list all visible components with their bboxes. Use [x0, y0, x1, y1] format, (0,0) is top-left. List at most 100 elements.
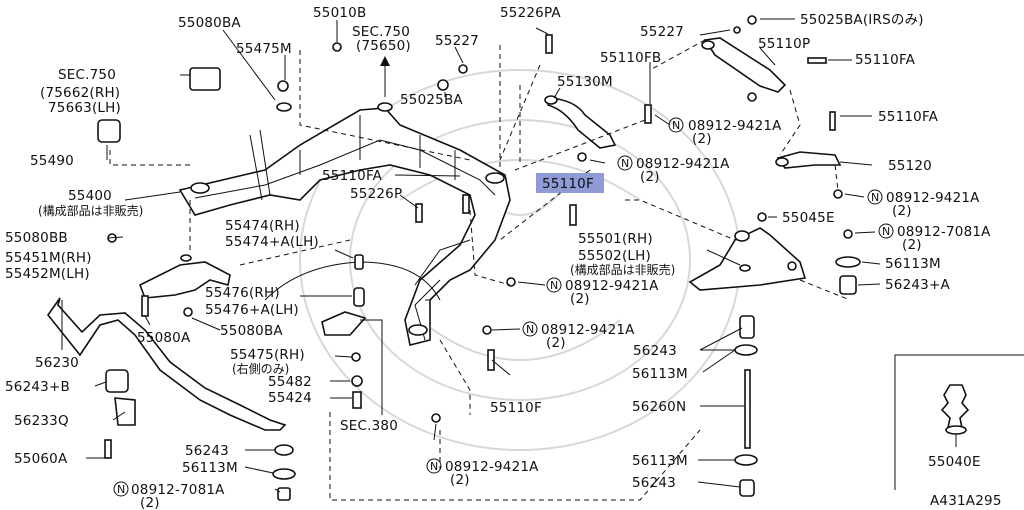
- upper-link-55130M[interactable]: [544, 95, 617, 149]
- label-55474A: 55474+A(LH): [225, 234, 319, 250]
- label-08912-9421A-d: 08912-9421A: [541, 322, 635, 338]
- label-55045E: 55045E: [782, 210, 835, 226]
- label-55482: 55482: [268, 374, 312, 390]
- label-56243-c: 56243: [632, 475, 676, 491]
- svg-text:N: N: [526, 323, 534, 336]
- label-08912-9421A-a-qty: (2): [692, 131, 712, 147]
- label-55080BA: 55080BA: [178, 15, 241, 31]
- link-55120[interactable]: [775, 151, 842, 169]
- svg-text:N: N: [117, 483, 125, 496]
- lower-arm-55501[interactable]: [688, 227, 807, 291]
- label-08912-7081A-b-qty: (2): [902, 237, 922, 253]
- n-marker-7081A-a: N: [113, 481, 129, 497]
- label-55080BA-b: 55080BA: [220, 323, 283, 339]
- label-08912-9421A-b-qty: (2): [640, 169, 660, 185]
- label-08912-7081A-b: 08912-7081A: [897, 224, 991, 240]
- label-56243A: 56243+A: [885, 277, 950, 293]
- label-75650: (75650): [356, 38, 411, 54]
- label-55451M: 55451M(RH): [5, 250, 92, 266]
- svg-text:N: N: [871, 191, 879, 204]
- label-55475: 55475(RH): [230, 347, 305, 363]
- label-56243-a: 56243: [185, 443, 229, 459]
- label-55227-a: 55227: [435, 33, 479, 49]
- label-56113M-a: 56113M: [182, 460, 238, 476]
- stabilizer-bar-56230[interactable]: [46, 297, 287, 431]
- label-08912-9421A-f: 08912-9421A: [886, 190, 980, 206]
- label-56243-b: 56243: [633, 343, 677, 359]
- svg-text:N: N: [621, 157, 629, 170]
- label-55226PA: 55226PA: [500, 5, 561, 21]
- label-08912-9421A-f-qty: (2): [892, 203, 912, 219]
- label-75662: (75662(RH): [40, 85, 120, 101]
- hardware: [97, 15, 861, 501]
- svg-text:N: N: [672, 119, 680, 132]
- label-55452M: 55452M(LH): [5, 266, 90, 282]
- label-55060A: 55060A: [14, 451, 68, 467]
- label-08912-9421A-d-qty: (2): [546, 335, 566, 351]
- label-55502: 55502(LH): [578, 248, 651, 264]
- svg-text:N: N: [430, 460, 438, 473]
- n-marker-7081A-b: N: [878, 223, 894, 239]
- label-55475-note: (右側のみ): [232, 361, 289, 376]
- label-56113M-b: 56113M: [885, 256, 941, 272]
- label-55501: 55501(RH): [578, 231, 653, 247]
- label-55227-b: 55227: [640, 24, 684, 40]
- label-sec750: SEC.750: [58, 67, 116, 83]
- label-diagram-code: A431A295: [930, 493, 1002, 509]
- label-56233Q: 56233Q: [14, 413, 69, 429]
- label-08912-9421A-c-qty: (2): [570, 291, 590, 307]
- label-56113M-d: 56113M: [632, 453, 688, 469]
- label-55501-note: (構成部品は非販売): [570, 262, 675, 277]
- label-55110P: 55110P: [758, 36, 810, 52]
- n-marker-9421A-c: N: [546, 277, 562, 293]
- arrow-up-icon: [380, 56, 390, 66]
- label-55040E: 55040E: [928, 454, 981, 470]
- label-08912-7081A-a-qty: (2): [140, 495, 160, 510]
- label-55110F: 55110F: [490, 400, 542, 416]
- label-55110FA-r2: 55110FA: [878, 109, 939, 125]
- label-55025BA-irs: 55025BA(IRSのみ): [800, 12, 924, 28]
- label-75663: 75663(LH): [48, 100, 121, 116]
- n-marker-9421A-b: N: [617, 155, 633, 171]
- label-55476A: 55476+A(LH): [205, 302, 299, 318]
- part-labels: 55080BA 55010B 55226PA SEC.750 (75650) 5…: [5, 5, 1002, 510]
- label-sec750-top: SEC.750: [352, 24, 410, 40]
- label-55490: 55490: [30, 153, 74, 169]
- label-55474: 55474(RH): [225, 218, 300, 234]
- label-08912-9421A-b: 08912-9421A: [636, 156, 730, 172]
- label-55110FA-center: 55110FA: [322, 168, 383, 184]
- label-55110FB: 55110FB: [600, 50, 661, 66]
- label-56113M-c: 56113M: [632, 366, 688, 382]
- label-56243B: 56243+B: [5, 379, 70, 395]
- label-55424: 55424: [268, 390, 312, 406]
- label-55110F-highlighted: 55110F: [542, 176, 594, 192]
- svg-text:N: N: [550, 279, 558, 292]
- label-55226P: 55226P: [350, 186, 402, 202]
- leader-lines: [61, 18, 957, 493]
- label-55475M: 55475M: [236, 41, 292, 57]
- label-55110FA-r1: 55110FA: [855, 52, 916, 68]
- label-55400: 55400: [68, 188, 112, 204]
- label-sec380: SEC.380: [340, 418, 398, 434]
- label-08912-9421A-e: 08912-9421A: [445, 459, 539, 475]
- label-08912-9421A-c: 08912-9421A: [565, 278, 659, 294]
- svg-text:N: N: [882, 225, 890, 238]
- label-08912-9421A-a: 08912-9421A: [688, 118, 782, 134]
- label-08912-9421A-e-qty: (2): [450, 472, 470, 488]
- label-55080BB: 55080BB: [5, 230, 68, 246]
- label-56260N: 56260N: [632, 399, 686, 415]
- link-55451M[interactable]: [138, 254, 231, 299]
- label-55130M: 55130M: [557, 74, 613, 90]
- label-55400-note: (構成部品は非販売): [38, 203, 143, 218]
- highlight-box: [536, 173, 604, 193]
- label-55080A: 55080A: [137, 330, 191, 346]
- n-marker-9421A-e: N: [426, 458, 442, 474]
- label-55476: 55476(RH): [205, 285, 280, 301]
- label-08912-7081A-a: 08912-7081A: [131, 482, 225, 498]
- label-55010B: 55010B: [313, 5, 366, 21]
- n-marker-9421A-d: N: [522, 321, 538, 337]
- n-marker-9421A-a: N: [668, 117, 684, 133]
- upper-link-55110P[interactable]: [701, 37, 787, 93]
- label-55120: 55120: [888, 158, 932, 174]
